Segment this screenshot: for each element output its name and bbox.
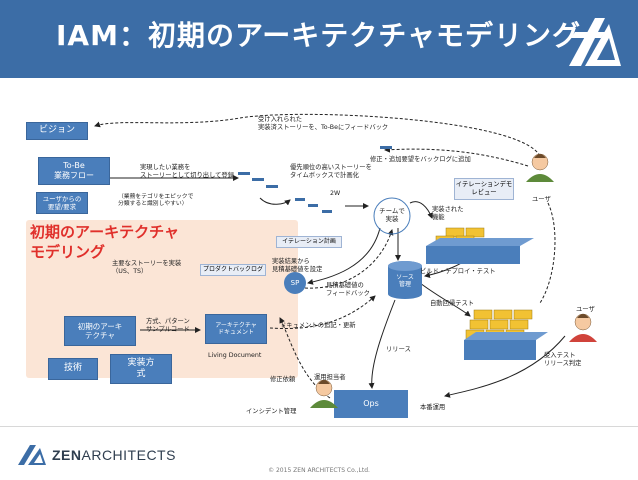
zen-logo-icon <box>18 445 46 465</box>
tobe-box: To-Be 業務フロー <box>38 157 110 185</box>
feedback-arc <box>94 113 541 157</box>
label-estimate-feedback: 見積基礎値の フィードバック <box>326 282 370 297</box>
iteration-plan-box: イテレーション計画 <box>276 236 342 248</box>
user-label-2: ユーザ <box>576 306 595 313</box>
product-backlog-box: プロダクトバックログ <box>200 264 266 276</box>
footer: ZENARCHITECTS © 2015 ZEN ARCHITECTS Co.,… <box>0 426 638 480</box>
label-priority: 優先順位の高いストーリーを タイムボックスで計画化 <box>290 164 372 179</box>
user-icon-1 <box>526 153 554 182</box>
label-doc-update: ドキュメントの追記・更新 <box>280 322 356 329</box>
operator-icon <box>310 379 338 408</box>
impl-style-box: 実装方 式 <box>110 354 172 384</box>
label-incident: インシデント管理 <box>246 408 297 415</box>
user-request-box: ユーザからの 要望/要求 <box>36 192 88 214</box>
label-build: ビルド・デプロイ・テスト <box>420 268 496 275</box>
page-title: IAM：初期のアーキテクチャモデリング <box>56 19 581 52</box>
zen-logo-icon <box>569 18 621 66</box>
label-2w: 2W <box>330 190 341 197</box>
label-story-impl: 主要なストーリーを実装 （US、TS） <box>112 260 182 275</box>
label-impl-func: 実装された 機能 <box>432 206 464 221</box>
user-label-1: ユーザ <box>532 196 551 203</box>
label-estimate-set: 実装結果から 見積基礎値を設定 <box>272 258 323 273</box>
label-register: 実現したい業務を ストーリーとして切り出して登録 <box>140 164 235 179</box>
copyright: © 2015 ZEN ARCHITECTS Co.,Ltd. <box>268 467 370 474</box>
label-fix-req: 修正依頼 <box>270 376 296 383</box>
sp-label: SP <box>290 278 300 287</box>
vision-box: ビジョン <box>26 122 88 140</box>
ops-label: Ops <box>363 399 379 408</box>
team-impl-label: チームで 実装 <box>379 206 405 223</box>
label-feedback-top: 受け入れられた 実装済ストーリーを、To-Beにフィードバック <box>258 116 389 131</box>
technology-box: 技術 <box>48 358 98 380</box>
user-icon-2 <box>569 313 597 342</box>
label-accept: 受入テスト リリース判定 <box>544 352 582 367</box>
label-method: 方式、パターン サンプルコード <box>146 318 190 333</box>
label-operator: 運用担当者 <box>314 374 346 381</box>
initial-arch-box: 初期のアーキ テクチャ <box>64 316 136 346</box>
label-fix-add: 修正・追加要望をバックログに追加 <box>370 156 471 163</box>
label-auto-test: 自動回帰テスト <box>430 300 475 307</box>
living-doc-label: Living Document <box>208 352 262 359</box>
title-bar: IAM：初期のアーキテクチャモデリング <box>0 0 638 78</box>
iter-demo-box: イテレーションデモ レビュー <box>454 178 514 200</box>
label-release: リリース <box>386 346 411 353</box>
footer-brand: ZENARCHITECTS <box>52 447 176 463</box>
region-title: 初期のアーキテクチャ モデリング <box>30 223 179 262</box>
source-mgmt-label: ソース 管理 <box>396 273 414 289</box>
label-production: 本番運用 <box>420 404 446 411</box>
diagram-area: ビジョン To-Be 業務フロー ユーザからの 要望/要求 初期のアーキテクチャ… <box>0 78 638 426</box>
label-epic-note: （業務をテゴリをエピックで 分類すると識別しやすい） <box>118 194 194 208</box>
arch-doc-box: アーキテクチャ ドキュメント <box>205 314 267 344</box>
